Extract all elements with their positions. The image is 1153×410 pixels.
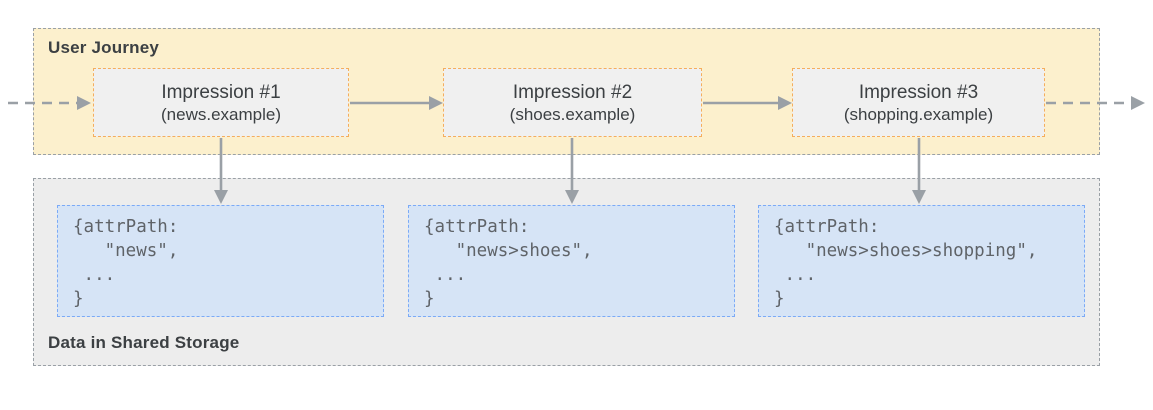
impression-box-2: Impression #2 (shoes.example) [443, 68, 702, 137]
impression-subtitle: (shopping.example) [843, 104, 994, 124]
storage-entry-3: {attrPath: "news>shoes>shopping", ... } [758, 205, 1085, 317]
storage-entry-code: {attrPath: "news>shoes>shopping", ... } [774, 217, 1038, 309]
storage-entry-code: {attrPath: "news>shoes", ... } [424, 217, 593, 309]
impression-title: Impression #1 [161, 81, 281, 103]
impression-subtitle: (news.example) [161, 104, 281, 124]
impression-title: Impression #2 [512, 81, 633, 103]
impression-title: Impression #3 [858, 81, 979, 103]
impression-box-3: Impression #3 (shopping.example) [792, 68, 1045, 137]
impression-subtitle: (shoes.example) [509, 104, 636, 124]
storage-entry-code: {attrPath: "news", ... } [73, 217, 179, 309]
impression-box-1: Impression #1 (news.example) [93, 68, 349, 137]
storage-entry-2: {attrPath: "news>shoes", ... } [408, 205, 735, 317]
storage-entry-1: {attrPath: "news", ... } [57, 205, 384, 317]
shared-storage-label: Data in Shared Storage [48, 333, 240, 352]
user-journey-label: User Journey [48, 38, 160, 57]
